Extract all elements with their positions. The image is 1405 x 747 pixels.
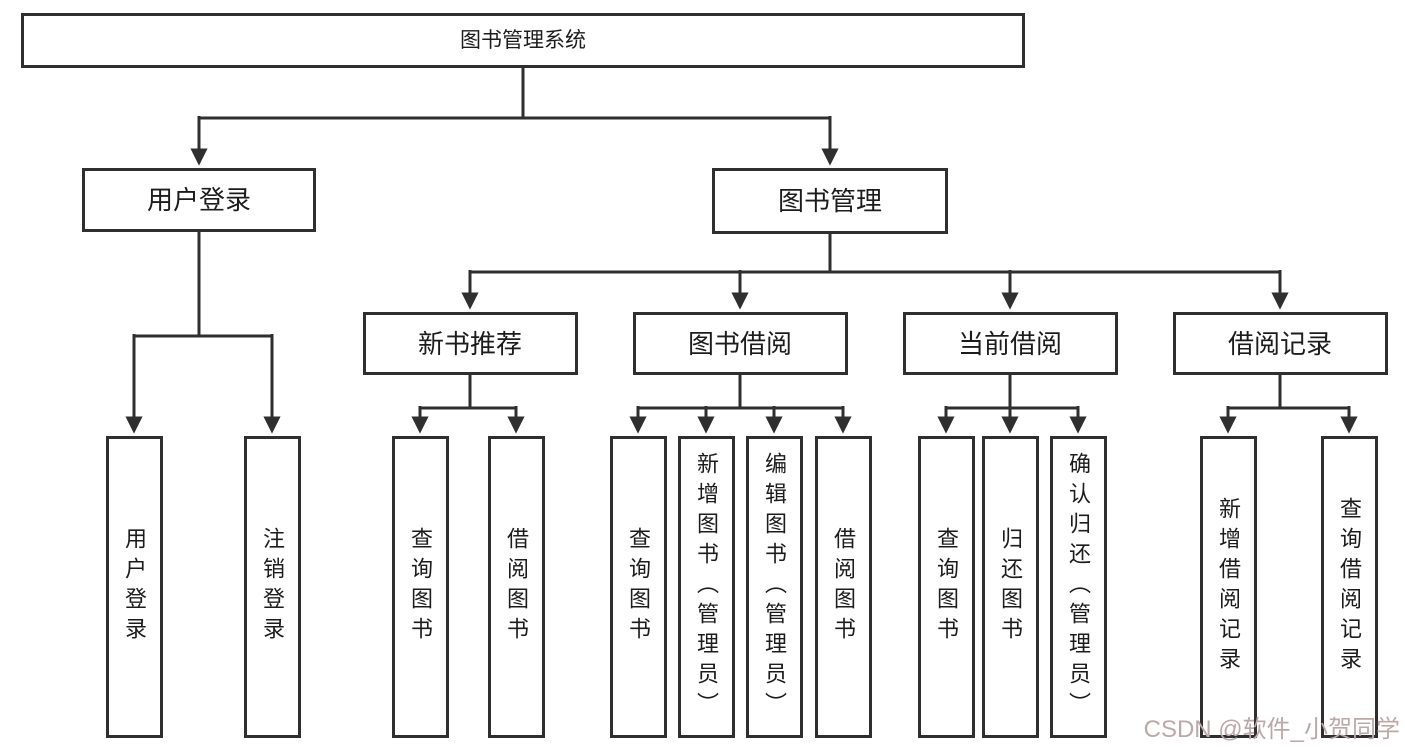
leaf-logout: 注销登录: [243, 436, 301, 738]
leaf-borrowing-add-books-admin: 新增图书（管理员）: [677, 436, 735, 738]
leaf-borrowing-borrow-books: 借阅图书: [814, 436, 872, 738]
node-borrowing-records: 借阅记录: [1172, 312, 1388, 375]
leaf-borrowing-query-books: 查询图书: [609, 436, 667, 738]
leaf-records-add-record: 新增借阅记录: [1199, 436, 1257, 738]
node-book-management: 图书管理: [712, 168, 948, 234]
leaf-borrowing-add-books-admin-label: 新增图书（管理员）: [694, 452, 719, 722]
leaf-current-query-books: 查询图书: [917, 436, 975, 738]
leaf-records-query-record-label: 查询借阅记录: [1337, 497, 1362, 677]
leaf-user-login: 用户登录: [105, 436, 163, 738]
leaf-current-return-books: 归还图书: [981, 436, 1039, 738]
leaf-current-confirm-return-admin-label: 确认归还（管理员）: [1066, 452, 1091, 722]
node-new-book-recommend: 新书推荐: [362, 312, 578, 375]
csdn-watermark: CSDN @软件_小贺同学: [1143, 716, 1400, 743]
leaf-logout-label: 注销登录: [260, 527, 285, 647]
node-book-borrowing-label: 图书借阅: [687, 328, 792, 359]
leaf-recommend-query-books: 查询图书: [391, 436, 449, 738]
leaf-user-login-label: 用户登录: [122, 527, 147, 647]
leaf-current-return-books-label: 归还图书: [998, 527, 1023, 647]
leaf-current-query-books-label: 查询图书: [934, 527, 959, 647]
node-book-management-label: 图书管理: [777, 186, 882, 216]
node-root-system-label: 图书管理系统: [460, 29, 586, 52]
node-root-system: 图书管理系统: [21, 13, 1025, 68]
node-current-borrowing: 当前借阅: [902, 312, 1118, 375]
node-borrowing-records-label: 借阅记录: [1227, 328, 1332, 359]
leaf-borrowing-borrow-books-label: 借阅图书: [831, 527, 856, 647]
node-user-login-label: 用户登录: [146, 185, 251, 215]
leaf-borrowing-edit-books-admin: 编辑图书（管理员）: [745, 436, 803, 738]
node-book-borrowing: 图书借阅: [632, 312, 848, 375]
leaf-borrowing-query-books-label: 查询图书: [626, 527, 651, 647]
leaf-records-add-record-label: 新增借阅记录: [1216, 497, 1241, 677]
node-new-book-recommend-label: 新书推荐: [417, 328, 522, 359]
node-user-login: 用户登录: [82, 168, 316, 232]
leaf-records-query-record: 查询借阅记录: [1320, 436, 1378, 738]
leaf-borrowing-edit-books-admin-label: 编辑图书（管理员）: [762, 452, 787, 722]
leaf-current-confirm-return-admin: 确认归还（管理员）: [1049, 436, 1107, 738]
node-current-borrowing-label: 当前借阅: [957, 328, 1062, 359]
leaf-recommend-borrow-books-label: 借阅图书: [504, 527, 529, 647]
leaf-recommend-query-books-label: 查询图书: [408, 527, 433, 647]
leaf-recommend-borrow-books: 借阅图书: [487, 436, 545, 738]
